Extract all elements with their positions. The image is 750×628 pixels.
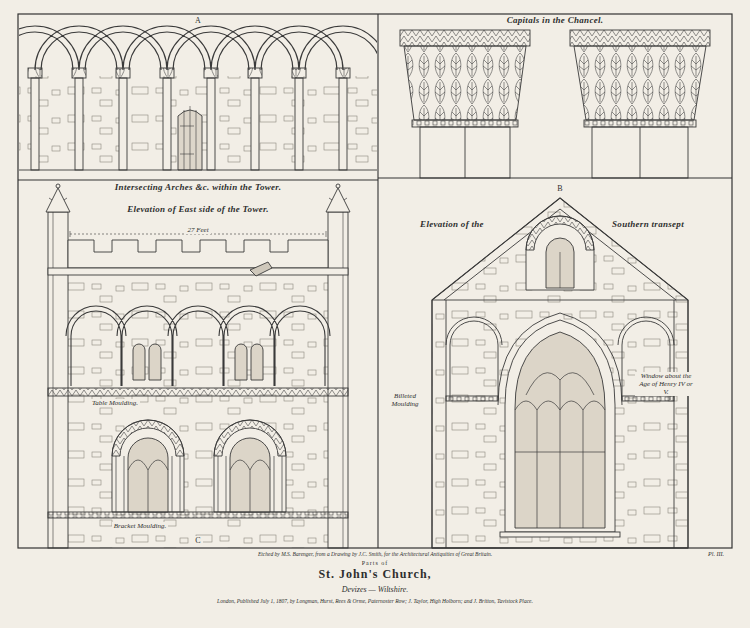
- panel-heading: Intersecting Arches &c. within the Tower…: [113, 182, 283, 192]
- panel-heading: Southern transept: [610, 219, 686, 229]
- plate-panel: Elevation of the Southern transept: [378, 178, 732, 548]
- plate-frame: [18, 14, 732, 548]
- panel-heading: Elevation of East side of the Tower.: [125, 204, 271, 214]
- title-prefix: Parts of: [360, 560, 391, 567]
- tower-elevation: [46, 184, 350, 548]
- plate-panel: Intersecting Arches &c. within the Tower…: [18, 14, 378, 180]
- panel-heading: Capitals in the Chancel.: [505, 15, 606, 25]
- panel-letter: B: [555, 184, 564, 193]
- moulding-label: Billeted Moulding: [382, 392, 428, 408]
- window-note: Window about the Age of Henry IV or V.: [635, 372, 697, 396]
- panel-letter: C: [193, 536, 202, 545]
- publisher-line: London, Published July 1, 1807, by Longm…: [215, 598, 535, 604]
- intersecting-arches: [19, 26, 377, 170]
- plate-number: Pl. III.: [706, 551, 726, 558]
- panel-heading: Elevation of the: [418, 219, 486, 229]
- plate-panel: Elevation of East side of the Tower.: [18, 180, 378, 548]
- dimension: 27 Feet: [185, 226, 210, 234]
- moulding-label: Bracket Moulding.: [112, 522, 169, 530]
- plate-title: St. John's Church,: [316, 568, 433, 582]
- panel-letter: A: [193, 16, 203, 25]
- engraver-credit: Etched by M.S. Barenger, from a Drawing …: [256, 551, 494, 557]
- place-name: Devizes — Wiltshire.: [340, 585, 411, 594]
- plate-panel: Capitals in the Chancel.: [378, 14, 732, 178]
- moulding-label: Table Moulding.: [90, 399, 140, 407]
- chancel-capitals: [400, 30, 710, 178]
